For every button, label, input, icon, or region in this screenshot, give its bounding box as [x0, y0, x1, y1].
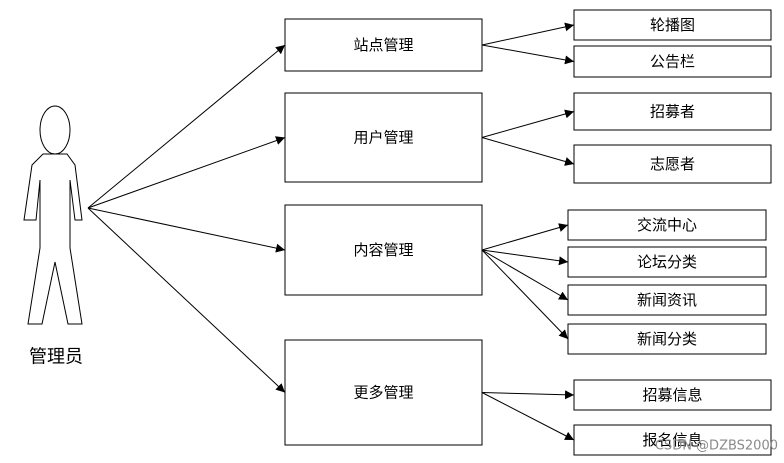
module-2-label: 用户管理 — [353, 129, 413, 147]
edge-module-4-to-sub-2 — [481, 392, 575, 441]
edges — [87, 22, 575, 441]
edge-actor-to-module-2 — [87, 136, 286, 209]
edge-module-2-to-sub-2 — [481, 137, 575, 166]
sub-function-2-2-label: 志愿者 — [650, 155, 695, 173]
sub-function-1-1-box — [573, 9, 772, 41]
edge-module-3-to-sub-2 — [481, 249, 569, 266]
sub-function-3-1-label: 交流中心 — [637, 216, 697, 234]
administrator-actor — [23, 105, 83, 325]
module-node: 站点管理 — [284, 18, 483, 72]
sub-function-node: 报名信息 — [573, 424, 772, 456]
sub-function-4-1-label: 招募信息 — [642, 386, 702, 404]
sub-function-1-1-label: 轮播图 — [650, 16, 695, 34]
sub-function-node: 轮播图 — [573, 9, 772, 41]
sub-function-node: 志愿者 — [573, 144, 772, 184]
module-node: 用户管理 — [284, 92, 483, 183]
sub-function-3-2-label: 论坛分类 — [637, 253, 697, 271]
sub-function-4-2-box — [573, 424, 772, 456]
edge-module-2-to-sub-1 — [481, 109, 575, 138]
module-node: 更多管理 — [284, 339, 483, 446]
edge-actor-to-module-4 — [87, 207, 286, 393]
sub-function-node: 论坛分类 — [567, 246, 767, 278]
module-2-box — [284, 92, 483, 183]
edge-module-1-to-sub-1 — [481, 22, 575, 46]
sub-function-1-2-box — [573, 45, 772, 78]
sub-function-node: 交流中心 — [567, 209, 767, 241]
sub-function-node: 新闻资讯 — [567, 284, 767, 316]
sub-function-node: 公告栏 — [573, 45, 772, 78]
edge-module-3-to-sub-4 — [481, 249, 569, 340]
sub-function-2-1-box — [573, 92, 772, 131]
sub-function-node: 新闻分类 — [567, 323, 767, 355]
sub-function-3-3-label: 新闻资讯 — [637, 291, 697, 309]
sub-function-3-3-box — [567, 284, 767, 316]
actor-head — [39, 105, 71, 155]
module-4-box — [284, 339, 483, 446]
edge-module-3-to-sub-1 — [481, 223, 569, 251]
module-4-label: 更多管理 — [353, 384, 413, 402]
sub-function-3-1-box — [567, 209, 767, 241]
module-node: 内容管理 — [284, 204, 483, 296]
sub-function-3-2-box — [567, 246, 767, 278]
module-3-label: 内容管理 — [353, 241, 413, 259]
edge-module-1-to-sub-2 — [481, 44, 575, 65]
sub-function-3-4-label: 新闻分类 — [637, 330, 697, 348]
edge-actor-to-module-3 — [87, 207, 286, 253]
actor-label: 管理员 — [29, 347, 83, 368]
edge-module-3-to-sub-3 — [481, 249, 569, 301]
sub-function-2-2-box — [573, 144, 772, 184]
sub-function-2-1-label: 招募者 — [650, 103, 695, 121]
edge-actor-to-module-1 — [87, 44, 286, 209]
sub-function-1-2-label: 公告栏 — [650, 53, 695, 71]
actor-body — [23, 153, 83, 325]
module-3-box — [284, 204, 483, 296]
module-1-label: 站点管理 — [353, 36, 413, 54]
sub-function-4-2-label: 报名信息 — [642, 431, 702, 449]
sub-function-node: 招募信息 — [573, 379, 772, 411]
sub-function-node: 招募者 — [573, 92, 772, 131]
sub-function-4-1-box — [573, 379, 772, 411]
sub-function-3-4-box — [567, 323, 767, 355]
edge-module-4-to-sub-1 — [481, 390, 575, 400]
module-1-box — [284, 18, 483, 72]
watermark: CSDN @DZBS2000 — [655, 439, 778, 454]
